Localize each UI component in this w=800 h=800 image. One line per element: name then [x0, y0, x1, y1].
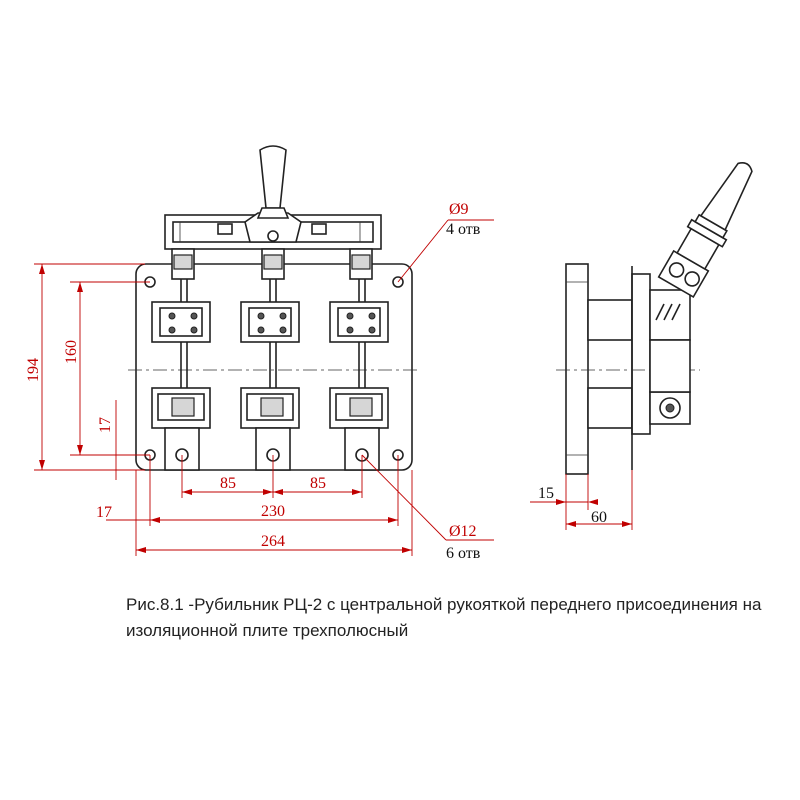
dim-85-right: 85	[310, 475, 326, 492]
dim-230: 230	[261, 503, 285, 520]
side-dimensions: 15 60	[530, 470, 633, 530]
pole-center	[240, 248, 300, 471]
handle	[259, 145, 287, 209]
side-view	[556, 162, 753, 475]
pole-left	[151, 248, 211, 471]
dim-160: 160	[63, 340, 80, 364]
dim-15: 15	[538, 485, 554, 502]
front-dimensions: 194 160 17 85 85 17 230 264 Ø9 4 отв Ø12…	[25, 201, 494, 562]
dim-17-horizontal: 17	[96, 504, 112, 521]
dim-264: 264	[261, 533, 285, 550]
caption-line-1: Рис.8.1 -Рубильник РЦ-2 с центральной ру…	[126, 595, 762, 614]
dim-194: 194	[25, 358, 42, 382]
hole-small-count: 4 отв	[446, 221, 481, 238]
side-plate	[565, 263, 589, 475]
hole-small-label: Ø9	[449, 201, 469, 218]
mounting-holes	[144, 276, 404, 461]
dim-17-vertical: 17	[97, 417, 114, 433]
dim-85-left: 85	[220, 475, 236, 492]
hole-large-count: 6 отв	[446, 545, 481, 562]
dim-60: 60	[591, 509, 607, 526]
hole-large-label: Ø12	[449, 523, 477, 540]
figure-caption: Рис.8.1 -Рубильник РЦ-2 с центральной ру…	[126, 592, 786, 644]
pole-right	[329, 248, 389, 471]
caption-line-2: изоляционной плите трехполюсный	[126, 621, 409, 640]
front-view	[128, 145, 420, 471]
